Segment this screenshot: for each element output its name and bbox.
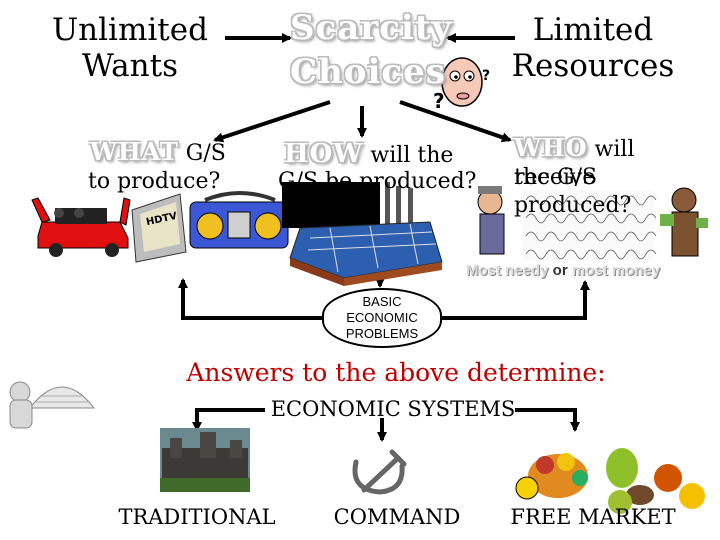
recipients-label: Most needy or most money	[466, 262, 720, 279]
how-line2: G/S be produced?	[278, 169, 477, 194]
answers-heading: Answers to the above determine:	[186, 358, 606, 387]
how-keyword: HOW	[284, 139, 364, 169]
arrow-to-who	[399, 100, 512, 143]
limited-resources-label: Limited Resources	[511, 12, 675, 84]
what-rest: G/S	[178, 141, 226, 166]
boombox-icon	[189, 191, 289, 249]
economic-systems-heading: ECONOMIC SYSTEMS	[270, 397, 516, 421]
hdtv-icon	[131, 193, 187, 263]
svg-text:?: ?	[433, 89, 445, 113]
free-market-label: FREE MARKET	[510, 505, 676, 529]
scarcity-choices-label: Scarcity Choices	[290, 8, 453, 92]
most-money-text: most money	[571, 262, 661, 279]
arrow-to-what	[213, 100, 331, 143]
red-car-icon	[31, 197, 131, 257]
basic-economic-problems-text: BASIC ECONOMIC PROBLEMS	[345, 294, 419, 341]
crowd-of-people-icon	[522, 190, 657, 260]
poor-man-icon	[477, 186, 505, 255]
eskimo-igloo-icon	[9, 381, 96, 429]
who-line2: the G/S produced?	[514, 165, 632, 218]
how-rest: will the	[363, 143, 454, 168]
what-keyword: WHAT	[90, 137, 179, 166]
hammer-sickle-icon	[352, 449, 407, 495]
fruit-market-icon	[515, 448, 705, 514]
what-line2: to produce?	[88, 169, 221, 194]
basic-economic-problems-box: BASIC ECONOMIC PROBLEMS	[322, 288, 442, 348]
who-question: WHO will receive	[514, 134, 720, 192]
factory-icon	[282, 182, 443, 286]
who-rest: will receive	[514, 137, 635, 190]
rich-man-icon	[660, 187, 708, 257]
what-question: WHAT G/S	[90, 138, 250, 168]
command-label: COMMAND	[333, 505, 461, 529]
how-question: HOW will the	[284, 140, 504, 170]
castle-icon	[160, 428, 250, 492]
arrow-loop-left	[178, 278, 322, 320]
thinking-person-icon: ? ?	[433, 57, 490, 113]
arrow-to-free-market	[515, 408, 580, 432]
arrow-to-traditional	[192, 408, 265, 432]
most-needy-text: Most needy	[466, 262, 549, 279]
or-text: or	[548, 262, 572, 279]
svg-text:?: ?	[482, 68, 490, 84]
unlimited-wants-label: Unlimited Wants	[52, 12, 208, 84]
who-keyword: WHO	[514, 133, 588, 162]
traditional-label: TRADITIONAL	[118, 505, 276, 529]
arrow-loop-right	[438, 280, 590, 320]
